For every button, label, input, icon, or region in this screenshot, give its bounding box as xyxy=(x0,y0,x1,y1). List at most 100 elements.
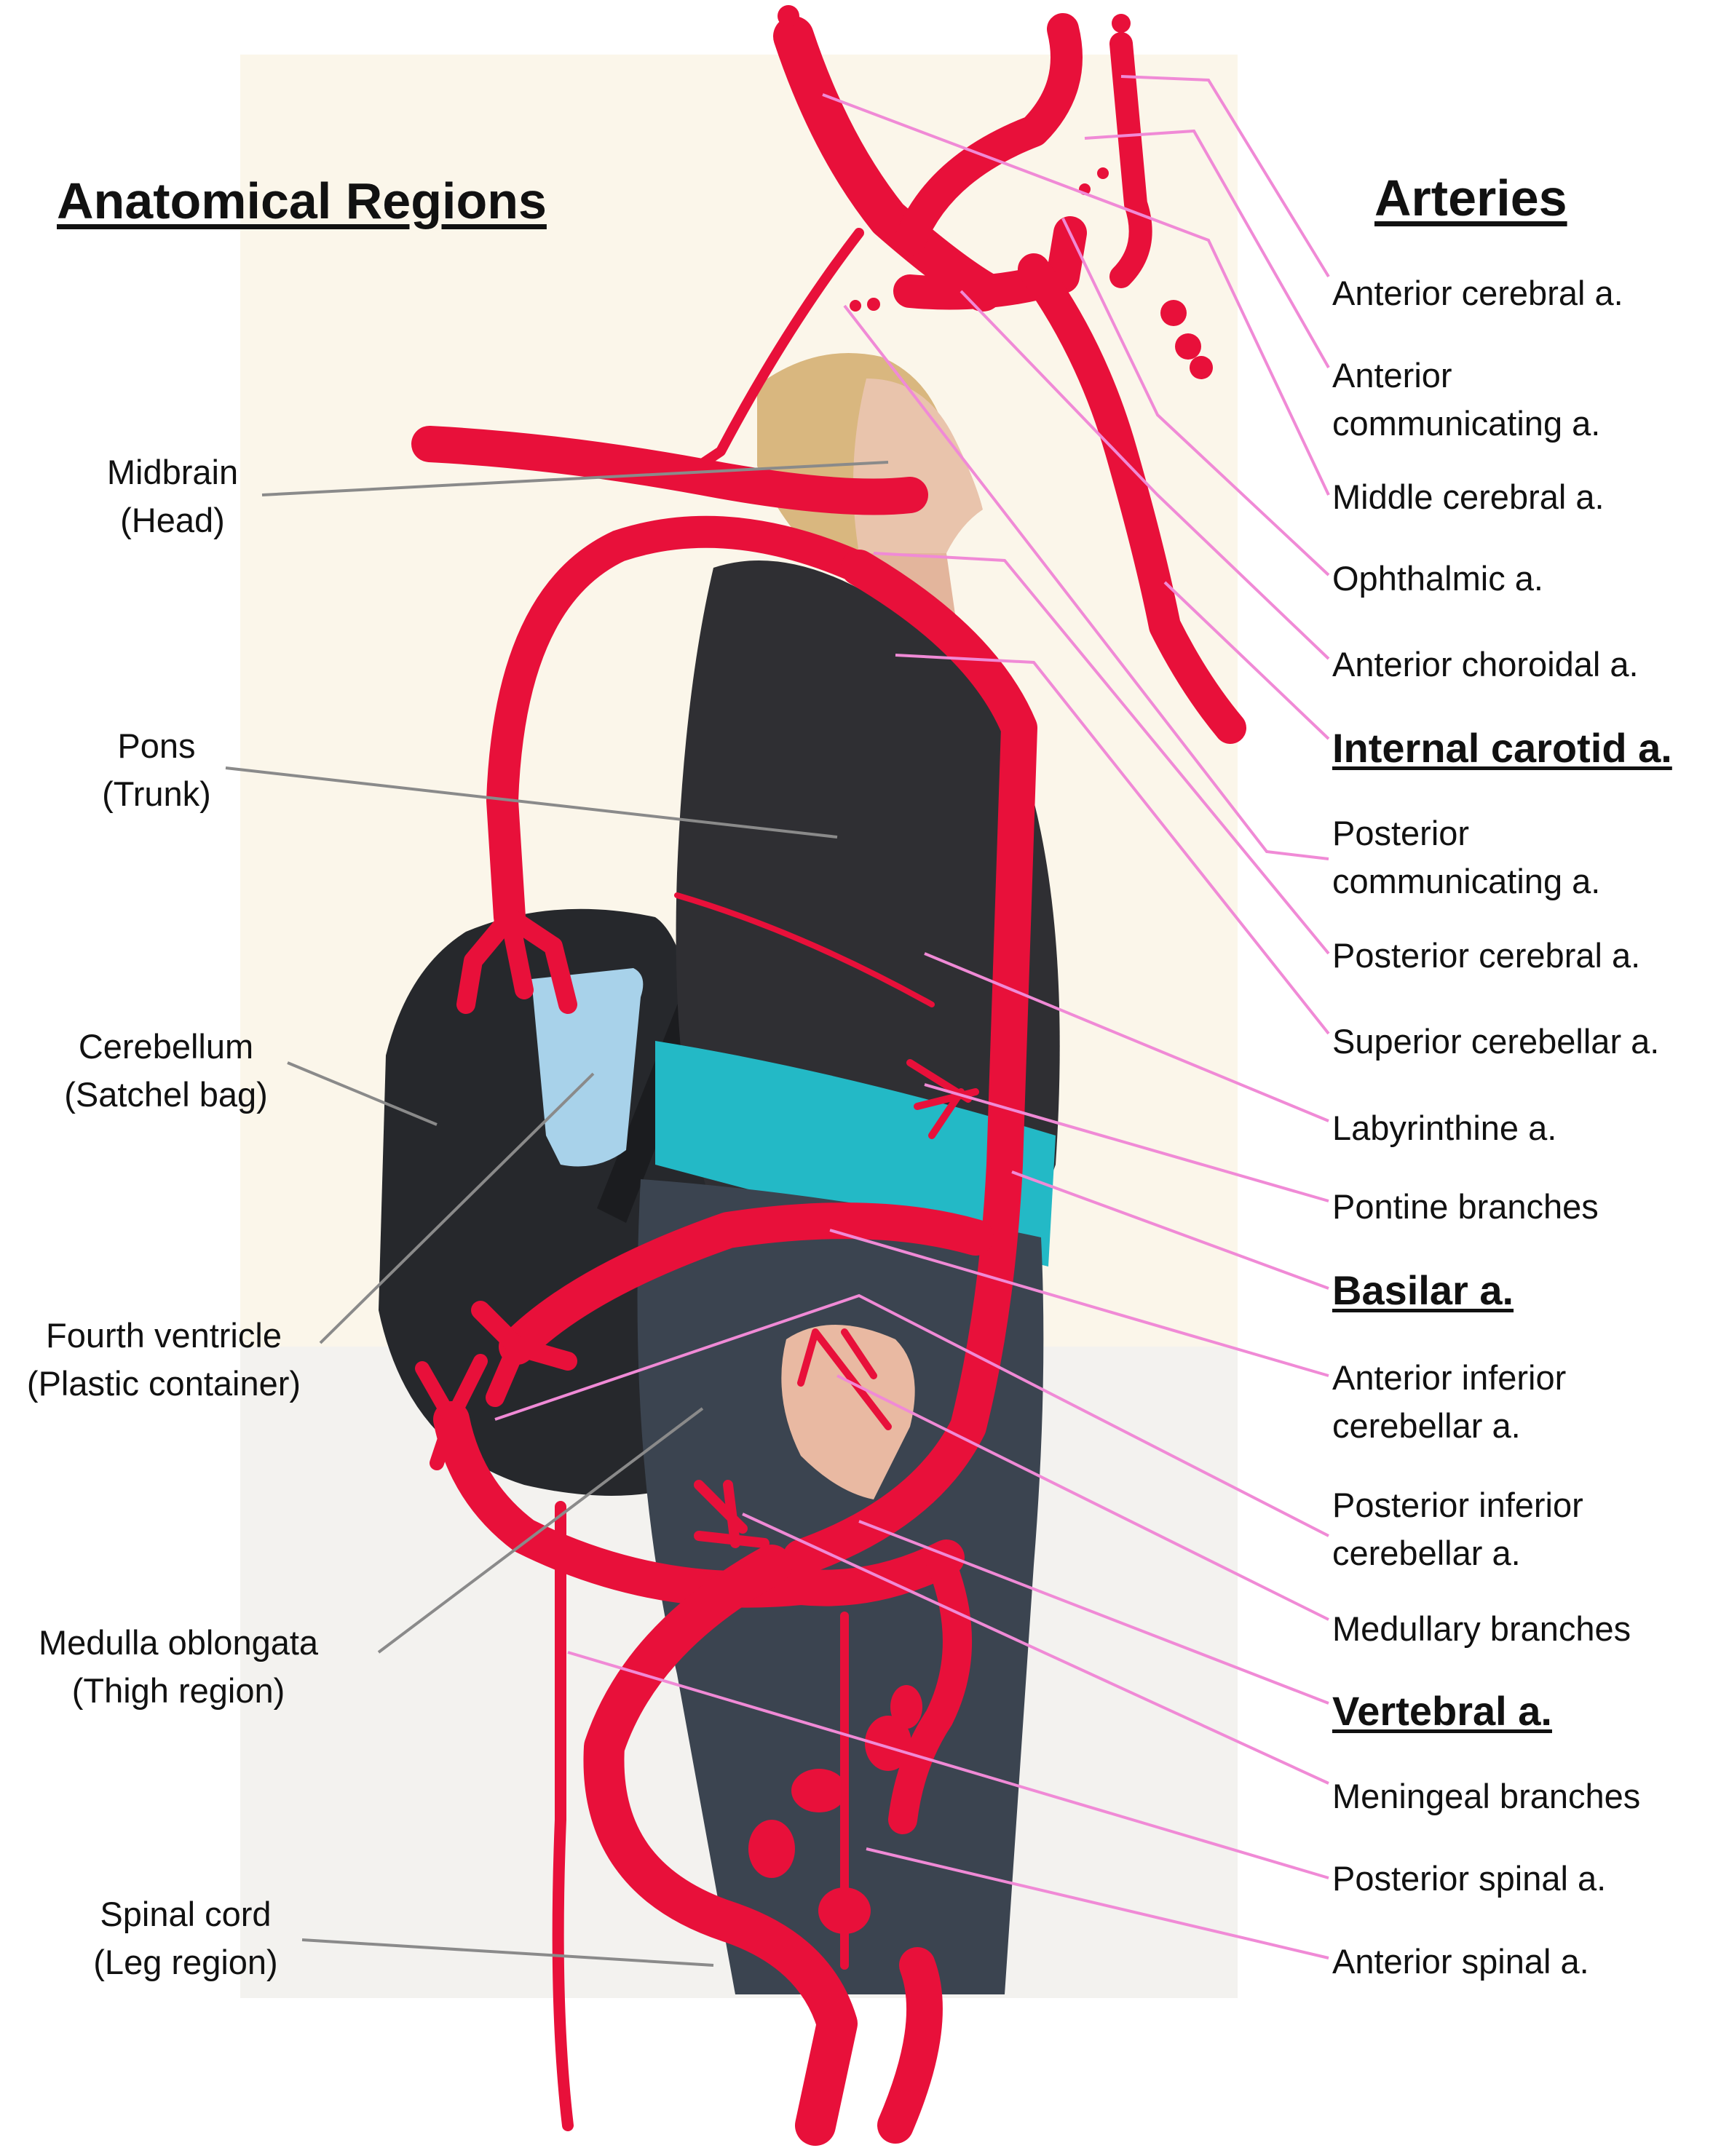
artery-label-middle-cerebral: Middle cerebral a. xyxy=(1332,473,1605,521)
artery-label-medullary-branches: Medullary branches xyxy=(1332,1605,1631,1653)
artery-label-aica: Anterior inferior cerebellar a. xyxy=(1332,1354,1566,1450)
artery-name: Basilar a. xyxy=(1332,1267,1514,1313)
artery-name: Meningeal branches xyxy=(1332,1777,1641,1815)
artery-label-pica: Posterior inferior cerebellar a. xyxy=(1332,1481,1583,1577)
artery-name-cont: cerebellar a. xyxy=(1332,1406,1521,1445)
artery-name: Labyrinthine a. xyxy=(1332,1109,1557,1147)
artery-name: Anterior choroidal a. xyxy=(1332,645,1639,683)
artery-label-posterior-spinal: Posterior spinal a. xyxy=(1332,1855,1606,1903)
meningeal-branches xyxy=(694,1480,769,1548)
vertebral-artery-right xyxy=(888,1543,972,1834)
leader-medullary xyxy=(836,1374,1329,1621)
artery-name: Anterior xyxy=(1332,356,1452,395)
artery-label-anterior-choroidal: Anterior choroidal a. xyxy=(1332,641,1639,689)
leader-ophthalmic xyxy=(1061,218,1330,576)
leader-pontine xyxy=(924,1083,1329,1202)
posterior-communicating-artery xyxy=(694,228,864,471)
artery-label-ophthalmic: Ophthalmic a. xyxy=(1332,555,1543,603)
region-leader-lines xyxy=(225,461,889,1967)
internal-carotid-branch xyxy=(1109,32,1152,288)
region-name: Fourth ventricle xyxy=(46,1316,282,1355)
leader-basilar xyxy=(1011,1170,1329,1290)
region-name: Spinal cord xyxy=(100,1895,272,1933)
artery-label-meningeal-branches: Meningeal branches xyxy=(1332,1772,1640,1820)
medullary-branches xyxy=(797,1328,892,1430)
leader-internal-carotid xyxy=(1163,581,1330,740)
leader-anterior-choroidal xyxy=(960,290,1330,660)
leader-spinal-cord xyxy=(301,1938,714,1967)
artery-name: Anterior spinal a. xyxy=(1332,1942,1589,1981)
artery-name: Ophthalmic a. xyxy=(1332,559,1543,598)
hand xyxy=(781,1325,915,1499)
artery-label-labyrinthine: Labyrinthine a. xyxy=(1332,1104,1556,1152)
leader-midbrain xyxy=(261,461,889,496)
artery-name: Pontine branches xyxy=(1332,1187,1599,1226)
person-figure xyxy=(379,353,1060,1994)
plastic-container xyxy=(531,968,644,1167)
artery-leader-lines xyxy=(494,75,1330,1959)
cerebellar-branches xyxy=(456,908,577,1014)
vertebral-artery-right-lower xyxy=(877,1947,943,2144)
artery-name-cont: cerebellar a. xyxy=(1332,1534,1521,1572)
torso-top xyxy=(676,560,1060,1223)
artery-label-anterior-cerebral: Anterior cerebral a. xyxy=(1332,269,1623,317)
labyrinthine-artery xyxy=(674,892,935,1007)
leader-posterior-communicating xyxy=(843,304,1329,860)
anterior-cerebral-artery-right xyxy=(894,13,1083,256)
leader-superior-cerebellar xyxy=(895,654,1330,1035)
region-analogy: (Trunk) xyxy=(102,774,211,813)
anterior-inferior-cerebellar-artery xyxy=(499,1202,994,1365)
leader-aica xyxy=(829,1229,1329,1377)
artery-name: Internal carotid a. xyxy=(1332,725,1672,771)
leader-posterior-spinal xyxy=(567,1651,1329,1879)
anatomical-regions-heading: Anatomical Regions xyxy=(57,173,547,229)
artery-label-posterior-cerebral: Posterior cerebral a. xyxy=(1332,932,1640,980)
anterior-cerebral-artery-left xyxy=(773,16,1003,312)
vertebral-artery-left xyxy=(583,1545,858,2146)
region-analogy: (Thigh region) xyxy=(71,1671,285,1710)
artery-label-pontine-branches: Pontine branches xyxy=(1332,1183,1599,1231)
artery-name: Medullary branches xyxy=(1332,1609,1631,1648)
region-label-pons: Pons (Trunk) xyxy=(66,722,248,818)
region-name: Pons xyxy=(117,726,196,765)
posterior-spinal-artery xyxy=(552,1501,574,2131)
posterior-cerebral-artery xyxy=(411,426,928,515)
artery-label-superior-cerebellar: Superior cerebellar a. xyxy=(1332,1018,1659,1066)
leader-labyrinthine xyxy=(924,952,1329,1122)
leader-middle-cerebral xyxy=(822,93,1330,496)
artery-name-cont: communicating a. xyxy=(1332,404,1601,443)
leader-cerebellum xyxy=(287,1061,438,1126)
artery-label-posterior-communicating: Posterior communicating a. xyxy=(1332,809,1600,905)
leader-meningeal xyxy=(742,1513,1329,1785)
artery-name: Superior cerebellar a. xyxy=(1332,1022,1660,1061)
leader-posterior-cerebral xyxy=(873,552,1330,955)
arteries-heading: Arteries xyxy=(1374,170,1567,226)
region-label-midbrain: Midbrain (Head) xyxy=(82,448,264,544)
basilar-artery xyxy=(783,550,1037,1576)
artery-name: Posterior xyxy=(1332,814,1470,852)
belt xyxy=(655,1041,1056,1267)
leader-pons xyxy=(225,766,838,839)
internal-carotid-artery xyxy=(1018,253,1246,744)
leader-pica xyxy=(494,1293,1329,1537)
superior-cerebellar-artery xyxy=(486,515,875,933)
arterial-tree xyxy=(411,13,1246,2146)
region-name: Cerebellum xyxy=(78,1027,254,1066)
leader-vertebral xyxy=(858,1520,1329,1705)
leader-anterior-communicating xyxy=(1084,129,1330,368)
artery-name: Posterior spinal a. xyxy=(1332,1859,1607,1898)
artery-name: Anterior inferior xyxy=(1332,1358,1567,1397)
artery-name: Posterior cerebral a. xyxy=(1332,936,1641,975)
posterior-inferior-cerebellar-artery xyxy=(433,1401,965,1608)
leader-fourth-ventricle xyxy=(319,1072,595,1344)
leader-anterior-spinal xyxy=(866,1847,1329,1959)
artery-label-vertebral: Vertebral a. xyxy=(1332,1687,1552,1735)
artery-label-anterior-spinal: Anterior spinal a. xyxy=(1332,1938,1589,1986)
region-label-spinal-cord: Spinal cord (Leg region) xyxy=(51,1890,320,1986)
region-name: Medulla oblongata xyxy=(38,1623,319,1662)
region-label-fourth-ventricle: Fourth ventricle (Plastic container) xyxy=(0,1312,328,1408)
artery-label-anterior-communicating: Anterior communicating a. xyxy=(1332,352,1600,448)
artery-name: Anterior cerebral a. xyxy=(1332,274,1623,312)
artery-label-basilar: Basilar a. xyxy=(1332,1267,1514,1315)
